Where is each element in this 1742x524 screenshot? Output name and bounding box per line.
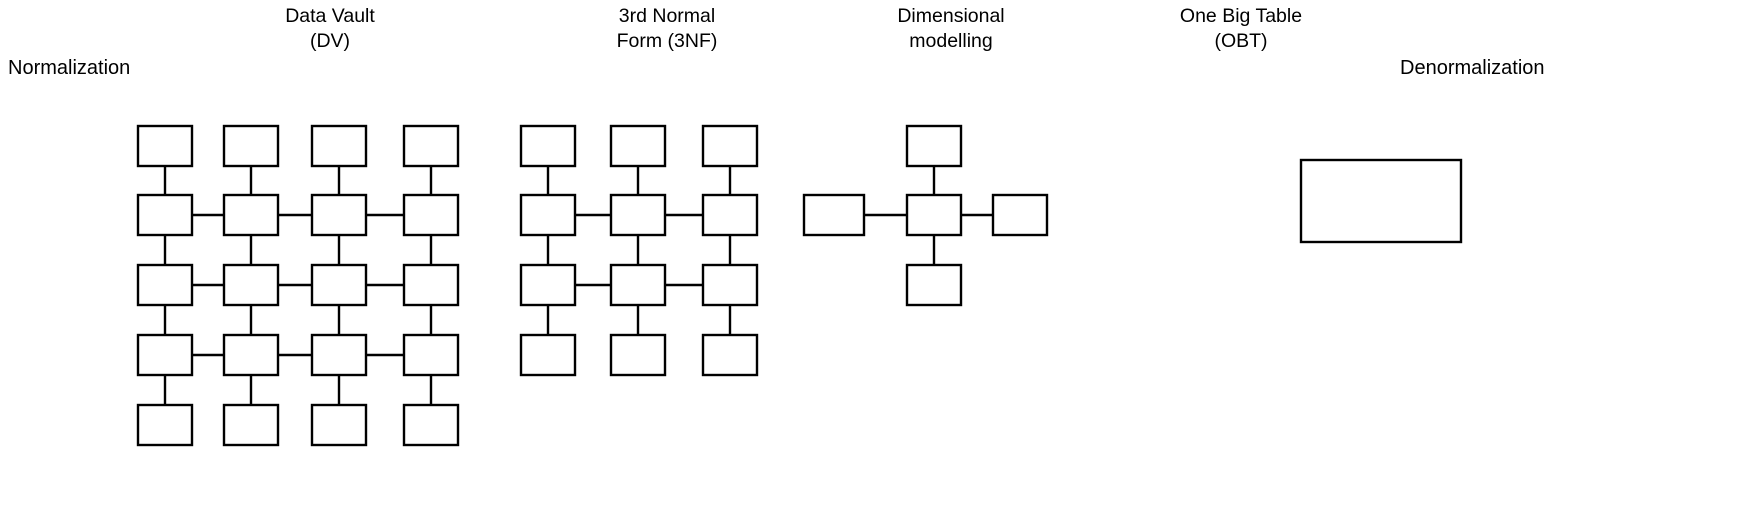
entity-box — [519, 333, 577, 377]
entity-box — [136, 403, 194, 447]
entity-box — [222, 193, 280, 237]
entity-box — [310, 403, 368, 447]
cluster-group — [136, 124, 1463, 447]
one-big-table-box — [1299, 158, 1463, 244]
entity-box — [701, 124, 759, 168]
axis-label-denormalization: Denormalization — [1400, 57, 1545, 79]
entity-box — [609, 263, 667, 307]
entity-box — [136, 263, 194, 307]
dimension-box-north — [905, 124, 963, 168]
dimensional-star-schema — [802, 124, 1049, 307]
entity-box — [222, 333, 280, 377]
dimension-box-east — [991, 193, 1049, 237]
fact-box — [905, 193, 963, 237]
third-normal-form-grid — [519, 124, 759, 377]
entity-box — [609, 193, 667, 237]
dimension-box-west — [802, 193, 866, 237]
entity-box — [136, 124, 194, 168]
entity-box — [402, 403, 460, 447]
data-vault-grid — [136, 124, 460, 447]
entity-box — [609, 333, 667, 377]
entity-box — [402, 333, 460, 377]
entity-box — [519, 263, 577, 307]
entity-box — [402, 124, 460, 168]
stage-label-1: Data Vault (DV) — [285, 5, 375, 52]
entity-box — [222, 263, 280, 307]
entity-box — [310, 263, 368, 307]
entity-box — [310, 193, 368, 237]
entity-box — [136, 333, 194, 377]
entity-box — [222, 403, 280, 447]
stage-label-4: One Big Table (OBT) — [1179, 5, 1303, 52]
entity-box — [519, 124, 577, 168]
entity-box — [402, 193, 460, 237]
entity-box — [609, 124, 667, 168]
dimension-box-south — [905, 263, 963, 307]
entity-box — [310, 333, 368, 377]
entity-box — [701, 263, 759, 307]
stage-label-2: 3rd Normal Form (3NF) — [616, 5, 718, 52]
stage-label-3: Dimensional modelling — [897, 5, 1005, 52]
entity-box — [701, 193, 759, 237]
entity-box — [701, 333, 759, 377]
entity-box — [402, 263, 460, 307]
one-big-table — [1299, 158, 1463, 244]
entity-box — [310, 124, 368, 168]
entity-box — [519, 193, 577, 237]
entity-box — [222, 124, 280, 168]
axis-label-normalization: Normalization — [8, 57, 131, 79]
entity-box — [136, 193, 194, 237]
